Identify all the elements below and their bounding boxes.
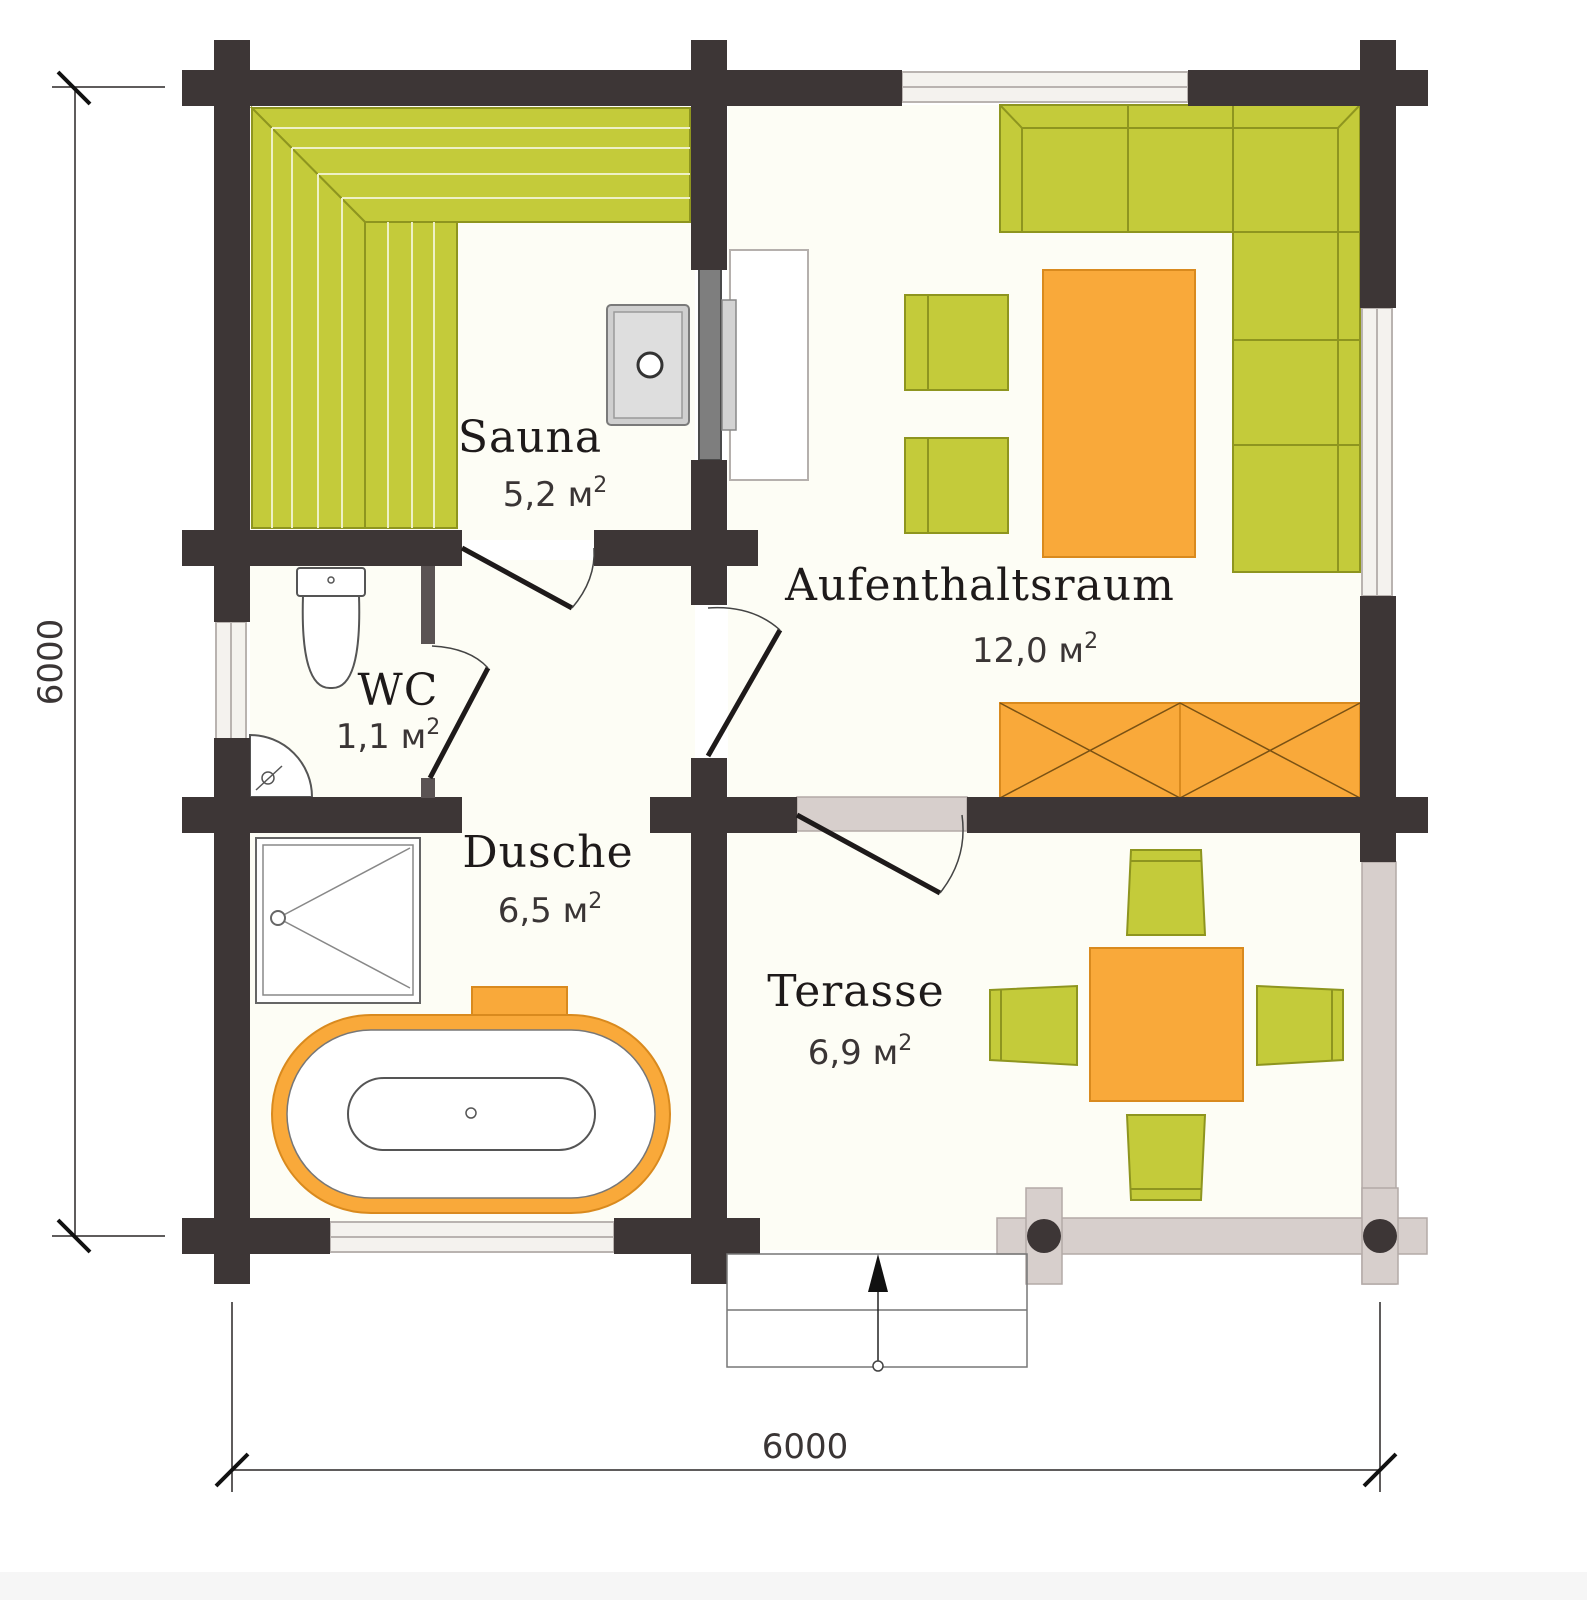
stool-2 bbox=[904, 437, 1009, 534]
chair-left bbox=[989, 984, 1078, 1067]
room-area-wc: 1,1 м2 bbox=[336, 715, 441, 757]
door-wc bbox=[427, 666, 491, 780]
room-area-aufenthaltsraum: 12,0 м2 bbox=[972, 629, 1098, 671]
stove-flue bbox=[698, 267, 722, 461]
stove-knob bbox=[636, 351, 664, 379]
entrance-arrow bbox=[868, 1254, 888, 1292]
sauna-bench-slats bbox=[271, 127, 690, 528]
room-area-terasse: 6,9 м2 bbox=[808, 1031, 913, 1073]
room-labels: Sauna 5,2 м2 Aufenthaltsraum 12,0 м2 WC … bbox=[336, 412, 1175, 1073]
door-terrace bbox=[795, 812, 942, 896]
terrace-post-left bbox=[1027, 1219, 1061, 1253]
room-name-dusche: Dusche bbox=[462, 827, 633, 878]
room-name-aufenthaltsraum: Aufenthaltsraum bbox=[784, 560, 1175, 611]
wc-sink bbox=[249, 733, 314, 798]
room-area-dusche: 6,5 м2 bbox=[498, 889, 603, 931]
terrace-table bbox=[1089, 947, 1244, 1102]
stool-1 bbox=[904, 294, 1009, 391]
sauna-stove bbox=[606, 249, 809, 481]
chair-top bbox=[1125, 849, 1207, 936]
storage-boxes bbox=[999, 702, 1361, 799]
toilet bbox=[296, 567, 366, 690]
walls bbox=[182, 40, 1428, 1284]
room-name-terasse: Terasse bbox=[767, 966, 944, 1017]
windows bbox=[215, 71, 1393, 1253]
living-table bbox=[1042, 269, 1196, 558]
page-bottom-strip bbox=[0, 1572, 1587, 1600]
stove-protection-panel bbox=[729, 249, 809, 481]
bathtub bbox=[271, 986, 671, 1214]
sofa-right bbox=[1232, 231, 1361, 573]
chair-right bbox=[1256, 984, 1344, 1067]
entrance bbox=[726, 1253, 1028, 1372]
terrace-dining-set bbox=[989, 849, 1344, 1201]
terrace-post-right bbox=[1363, 1219, 1397, 1253]
tub-basin bbox=[347, 1077, 596, 1151]
room-area-sauna: 5,2 м2 bbox=[503, 473, 608, 515]
door-living bbox=[705, 628, 783, 758]
doors bbox=[427, 545, 964, 896]
chair-bottom bbox=[1125, 1114, 1207, 1201]
sofa-top bbox=[999, 104, 1361, 233]
tub-step bbox=[471, 986, 568, 1018]
terrace-door-opening bbox=[796, 796, 968, 832]
sauna-bench bbox=[249, 105, 691, 529]
corner-sofa bbox=[999, 104, 1361, 573]
shower-tray bbox=[255, 837, 421, 1004]
dimension-lines bbox=[52, 70, 1398, 1492]
dimension-width-label: 6000 bbox=[762, 1427, 849, 1467]
door-sauna bbox=[460, 545, 574, 611]
room-name-sauna: Sauna bbox=[458, 412, 602, 463]
dimension-height-label: 6000 bbox=[31, 619, 71, 706]
room-name-wc: WC bbox=[358, 665, 439, 716]
